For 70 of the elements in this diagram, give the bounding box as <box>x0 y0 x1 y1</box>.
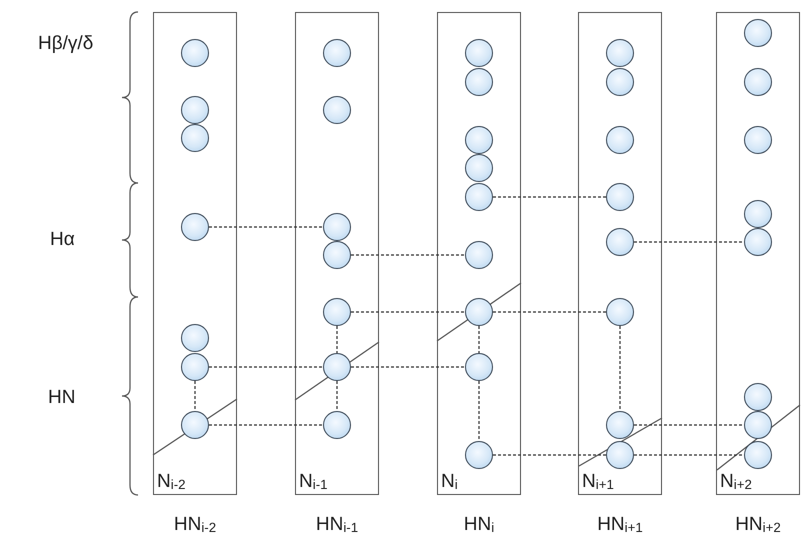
correlation-line <box>493 311 606 313</box>
correlation-line <box>634 454 744 456</box>
peak-circle <box>180 410 208 438</box>
peak-circle <box>744 382 772 410</box>
peak-circle <box>606 38 634 66</box>
peak-circle <box>606 440 634 468</box>
residue-label: HN$_{i+2}$ <box>735 514 781 536</box>
correlation-line <box>194 381 196 411</box>
peak-circle <box>606 410 634 438</box>
residue-label: HN$_{i}$ <box>464 514 494 536</box>
peak-circle <box>322 352 350 380</box>
peak-circle <box>322 298 350 326</box>
peak-circle <box>606 182 634 210</box>
peak-circle <box>322 38 350 66</box>
correlation-line <box>493 454 606 456</box>
peak-circle <box>464 182 492 210</box>
correlation-line <box>478 326 480 353</box>
residue-label: HN$_{i-1}$ <box>316 514 358 536</box>
region-label: Hα <box>50 229 75 251</box>
correlation-line <box>619 326 621 411</box>
peak-circle <box>464 154 492 182</box>
peak-circle <box>606 228 634 256</box>
peak-circle <box>744 200 772 228</box>
peak-circle <box>322 410 350 438</box>
peak-circle <box>464 38 492 66</box>
correlation-line <box>478 381 480 441</box>
peak-circle <box>744 68 772 96</box>
region-label: HN <box>48 387 76 409</box>
peak-circle <box>744 228 772 256</box>
peak-circle <box>322 212 350 240</box>
peak-circle <box>464 440 492 468</box>
region-label: Hβ/γ/δ <box>38 33 94 55</box>
peak-circle <box>464 126 492 154</box>
peak-circle <box>464 352 492 380</box>
peak-circle <box>464 240 492 268</box>
peak-circle <box>322 96 350 124</box>
residue-label: HN$_{i+1}$ <box>597 514 643 536</box>
correlation-line <box>336 326 338 353</box>
peak-circle <box>464 68 492 96</box>
peak-circle <box>744 440 772 468</box>
peak-circle <box>180 324 208 352</box>
correlation-line <box>634 424 744 426</box>
strip-label: N$_{i+1}$ <box>582 471 614 493</box>
peak-circle <box>180 124 208 152</box>
peak-circle <box>606 68 634 96</box>
peak-circle <box>744 18 772 46</box>
peak-circle <box>606 126 634 154</box>
correlation-line <box>209 366 323 368</box>
correlation-line <box>209 424 323 426</box>
peak-circle <box>180 212 208 240</box>
correlation-line <box>634 241 744 243</box>
peak-circle <box>180 352 208 380</box>
strip-label: N$_{i}$ <box>441 471 458 493</box>
correlation-line <box>209 226 323 228</box>
peak-circle <box>464 298 492 326</box>
peak-circle <box>606 298 634 326</box>
peak-circle <box>180 38 208 66</box>
strip-label: N$_{i-2}$ <box>157 471 186 493</box>
strip-label: N$_{i-1}$ <box>299 471 328 493</box>
correlation-line <box>351 254 465 256</box>
correlation-line <box>351 366 465 368</box>
peak-circle <box>322 240 350 268</box>
residue-label: HN$_{i-2}$ <box>174 514 216 536</box>
correlation-line <box>351 311 465 313</box>
correlation-line <box>336 381 338 411</box>
peak-circle <box>744 410 772 438</box>
peak-circle <box>744 126 772 154</box>
strip-label: N$_{i+2}$ <box>720 471 752 493</box>
peak-circle <box>180 96 208 124</box>
correlation-line <box>493 196 606 198</box>
